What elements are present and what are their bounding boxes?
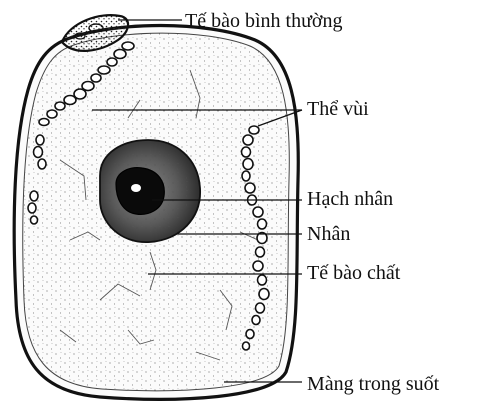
nucleolus: [116, 168, 164, 215]
label-nucleolus: Hạch nhân: [307, 189, 393, 209]
label-nucleus: Nhân: [307, 224, 350, 244]
label-normal-cell: Tế bào bình thường: [185, 11, 343, 31]
label-inclusion-bodies: Thể vùi: [307, 99, 369, 119]
label-zona-pellucida: Màng trong suốt: [307, 374, 439, 394]
nucleus: [100, 140, 200, 242]
label-cytoplasm: Tế bào chất: [307, 263, 400, 283]
